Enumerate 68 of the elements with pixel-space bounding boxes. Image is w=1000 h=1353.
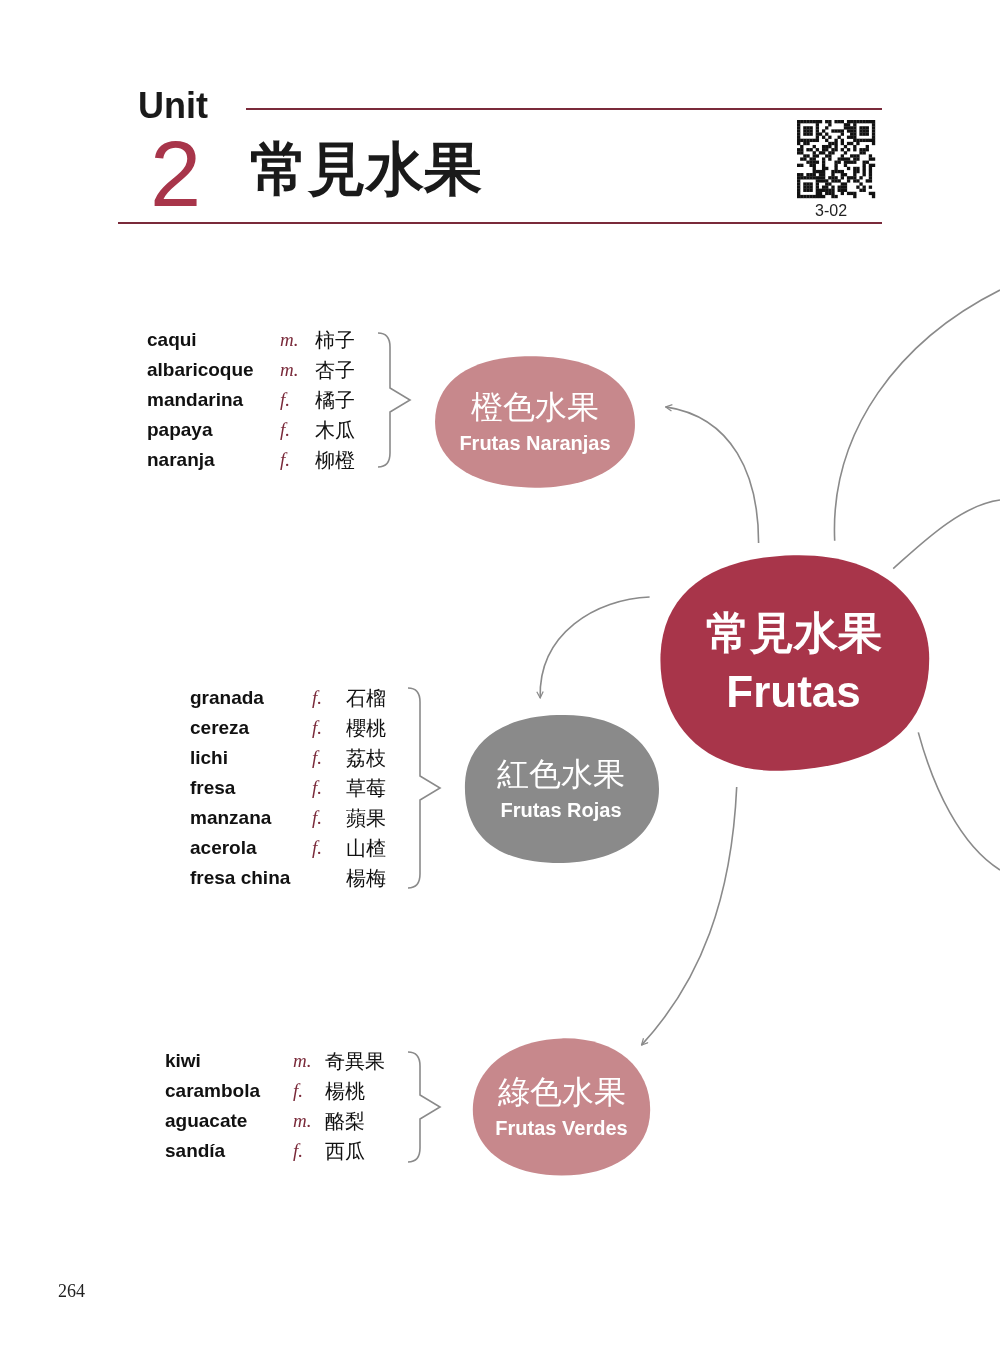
page-number: 264 bbox=[58, 1282, 85, 1300]
spanish-word: albaricoque bbox=[147, 360, 254, 379]
spanish-word: granada bbox=[190, 688, 264, 707]
chinese-translation: 草莓 bbox=[346, 778, 386, 798]
connector-line bbox=[917, 731, 1000, 871]
spanish-word: sandía bbox=[165, 1141, 226, 1160]
gender-abbreviation: f. bbox=[280, 420, 291, 439]
chinese-translation: 荔枝 bbox=[346, 748, 386, 768]
gender-abbreviation: m. bbox=[293, 1051, 312, 1070]
gender-abbreviation: m. bbox=[280, 330, 299, 349]
gender-abbreviation: f. bbox=[312, 808, 323, 827]
spanish-word: cereza bbox=[190, 718, 250, 737]
arrow bbox=[536, 596, 651, 699]
gender-abbreviation: f. bbox=[280, 390, 291, 409]
spanish-word: papaya bbox=[147, 420, 213, 439]
topic-subheading: Frutas Naranjas bbox=[459, 431, 611, 455]
spanish-word: fresa china bbox=[190, 868, 291, 887]
topic-blob bbox=[471, 1037, 652, 1177]
chinese-translation: 櫻桃 bbox=[346, 718, 386, 738]
chinese-translation: 橘子 bbox=[315, 390, 355, 410]
gender-abbreviation: f. bbox=[312, 718, 323, 737]
spanish-word: fresa bbox=[190, 778, 236, 797]
page-title: 常見水果 bbox=[250, 140, 482, 198]
topic-heading: 常見水果 bbox=[705, 608, 882, 659]
gender-abbreviation: m. bbox=[293, 1111, 312, 1130]
gender-abbreviation: f. bbox=[293, 1141, 304, 1160]
topic-heading: 綠色水果 bbox=[497, 1074, 626, 1111]
spanish-word: aguacate bbox=[165, 1111, 248, 1130]
spanish-word: carambola bbox=[165, 1081, 261, 1100]
topic-heading: 紅色水果 bbox=[497, 756, 625, 793]
spanish-word: kiwi bbox=[165, 1051, 201, 1070]
spanish-word: lichi bbox=[190, 748, 228, 767]
audio-track-number: 3-02 bbox=[815, 203, 848, 219]
topic-heading: 橙色水果 bbox=[471, 389, 599, 426]
chinese-translation: 石榴 bbox=[346, 688, 386, 708]
chinese-translation: 奇異果 bbox=[325, 1051, 385, 1071]
spanish-word: acerola bbox=[190, 838, 257, 857]
gender-abbreviation: f. bbox=[312, 748, 323, 767]
spanish-word: mandarina bbox=[147, 390, 244, 409]
arrow bbox=[640, 786, 738, 1046]
topic-subheading: Frutas Verdes bbox=[495, 1116, 628, 1140]
unit-label: Unit bbox=[138, 88, 208, 124]
topic-subheading: Frutas Rojas bbox=[500, 798, 622, 822]
chinese-translation: 西瓜 bbox=[325, 1141, 365, 1161]
gender-abbreviation: f. bbox=[312, 778, 323, 797]
connector-line bbox=[892, 499, 1000, 570]
spanish-word: naranja bbox=[147, 450, 215, 469]
gender-abbreviation: f. bbox=[280, 450, 291, 469]
chinese-translation: 柿子 bbox=[315, 330, 355, 350]
topic-subheading: Frutas bbox=[726, 667, 861, 718]
chinese-translation: 柳橙 bbox=[315, 450, 355, 470]
spanish-word: manzana bbox=[190, 808, 272, 827]
gender-abbreviation: f. bbox=[312, 688, 323, 707]
arrow bbox=[664, 404, 760, 544]
topic-blob bbox=[433, 355, 637, 489]
connector-line bbox=[833, 289, 1000, 542]
chinese-translation: 酪梨 bbox=[325, 1111, 365, 1131]
gender-abbreviation: f. bbox=[312, 838, 323, 857]
gender-abbreviation: f. bbox=[293, 1081, 304, 1100]
unit-number: 2 bbox=[150, 128, 202, 220]
chinese-translation: 木瓜 bbox=[315, 420, 355, 440]
chinese-translation: 杏子 bbox=[315, 360, 355, 380]
chinese-translation: 楊桃 bbox=[325, 1081, 365, 1101]
spanish-word: caqui bbox=[147, 330, 197, 349]
chinese-translation: 蘋果 bbox=[346, 808, 386, 828]
chinese-translation: 山楂 bbox=[346, 838, 386, 858]
chinese-translation: 楊梅 bbox=[346, 868, 386, 888]
gender-abbreviation: m. bbox=[280, 360, 299, 379]
